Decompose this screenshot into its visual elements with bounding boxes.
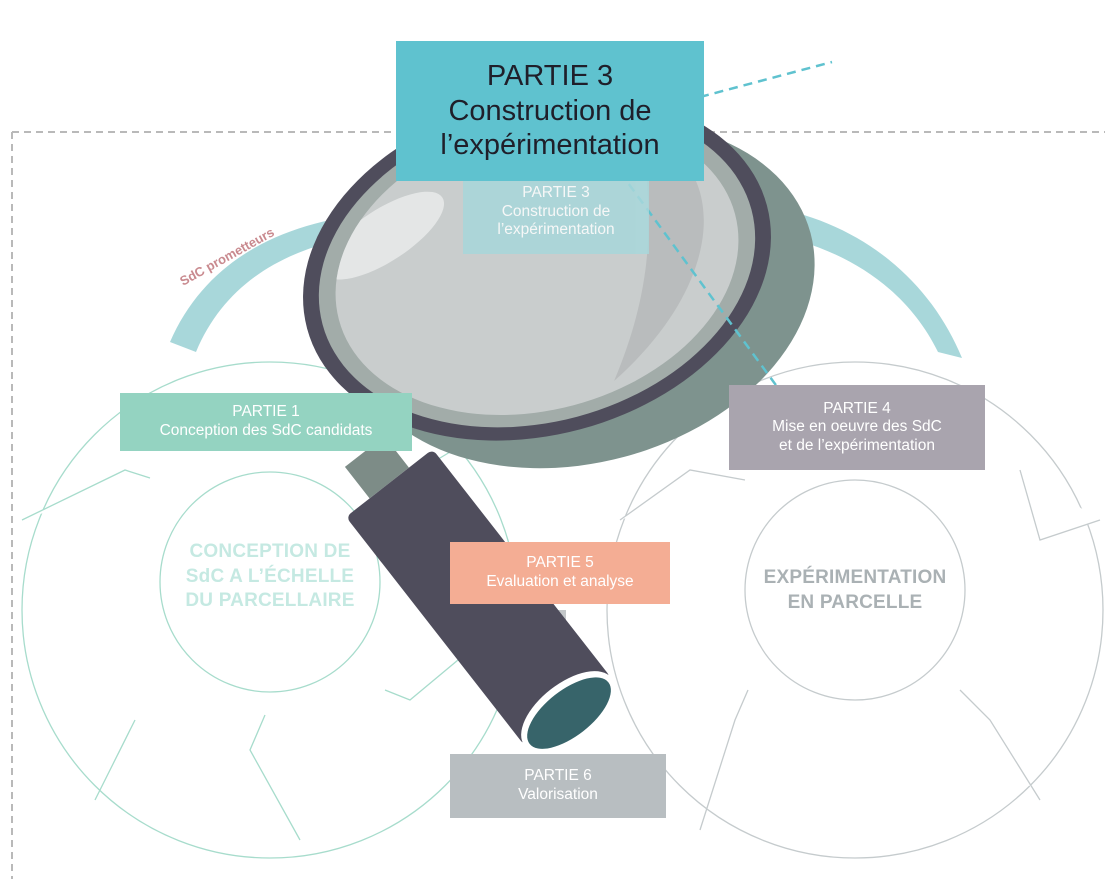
part4-title: PARTIE 4 — [823, 399, 891, 417]
part6-subtitle: Valorisation — [518, 786, 598, 803]
part5-title: PARTIE 5 — [526, 554, 594, 572]
part3-callout-box: PARTIE 3 Construction de l’expérimentati… — [396, 41, 704, 181]
callout-connector — [618, 60, 833, 419]
part3-small-title: PARTIE 3 — [522, 184, 590, 202]
part5-subtitle: Evaluation et analyse — [486, 573, 634, 590]
part4-box: PARTIE 4 Mise en oeuvre des SdC et de l’… — [729, 385, 985, 470]
left-circle-label: CONCEPTION DE SdC A L’ÉCHELLE DU PARCELL… — [185, 541, 355, 612]
part3-small-box: PARTIE 3 Construction de l’expérimentati… — [463, 170, 649, 254]
right-circle-label: EXPÉRIMENTATION EN PARCELLE — [763, 567, 947, 613]
part3-callout-title: PARTIE 3 — [486, 59, 614, 92]
part1-subtitle: Conception des SdC candidats — [159, 422, 373, 439]
part6-title: PARTIE 6 — [524, 767, 592, 785]
gear-ring-icon — [606, 361, 1104, 859]
part6-box: PARTIE 6 Valorisation — [450, 754, 666, 818]
part1-box: PARTIE 1 Conception des SdC candidats — [120, 393, 412, 451]
part5-box: PARTIE 5 Evaluation et analyse — [450, 542, 670, 604]
part1-title: PARTIE 1 — [232, 403, 300, 421]
